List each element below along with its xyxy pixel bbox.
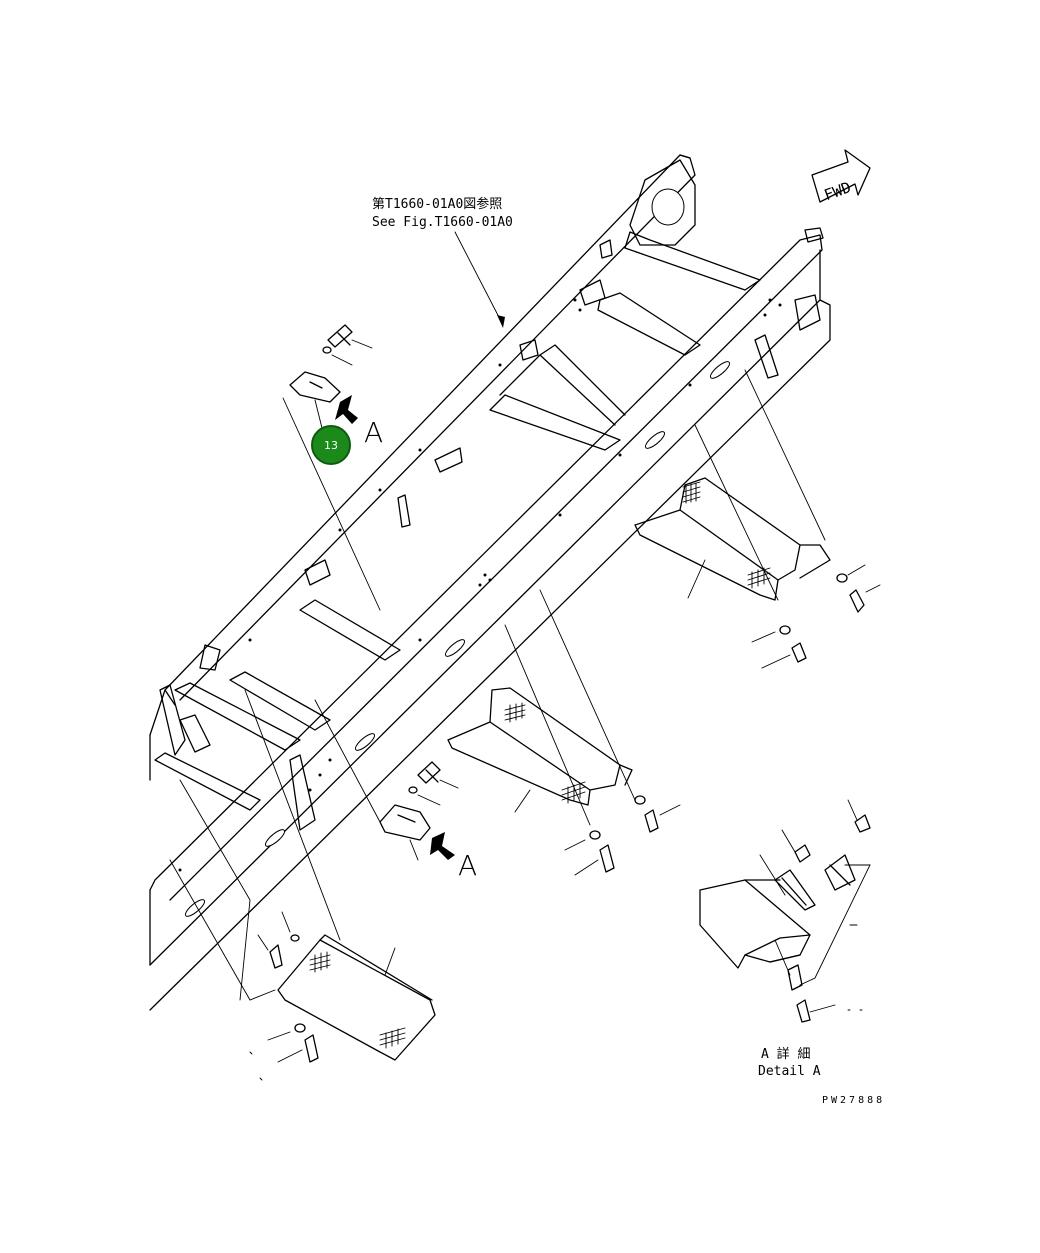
detail-a-label-jp: A 詳 細 <box>761 1046 810 1062</box>
step-right-upper <box>634 369 881 669</box>
drawing-code: PW27888 <box>822 1095 885 1106</box>
view-label-a-upper: A <box>364 416 383 449</box>
fwd-arrow: FWD <box>811 149 871 204</box>
reference-note: 第T1660-01A0図参照 See Fig.T1660-01A0 <box>372 196 513 328</box>
reference-note-en: See Fig.T1660-01A0 <box>372 215 513 230</box>
bracket-assembly-upper: A <box>282 324 383 611</box>
view-label-a-lower: A <box>458 849 477 882</box>
chassis-frame <box>149 154 831 1011</box>
fwd-label: FWD <box>822 178 854 204</box>
bracket-assembly-lower: A <box>314 699 477 882</box>
reference-note-jp: 第T1660-01A0図参照 <box>372 196 502 212</box>
callout-13[interactable]: 13 <box>311 425 351 465</box>
detail-a-label-en: Detail A <box>758 1064 821 1079</box>
step-left-lower <box>169 689 436 1081</box>
callout-13-number: 13 <box>324 439 338 452</box>
step-right-middle <box>447 589 681 876</box>
detail-a-view: A 詳 細 Detail A <box>699 799 871 1079</box>
callout-13-badge[interactable] <box>311 425 351 465</box>
